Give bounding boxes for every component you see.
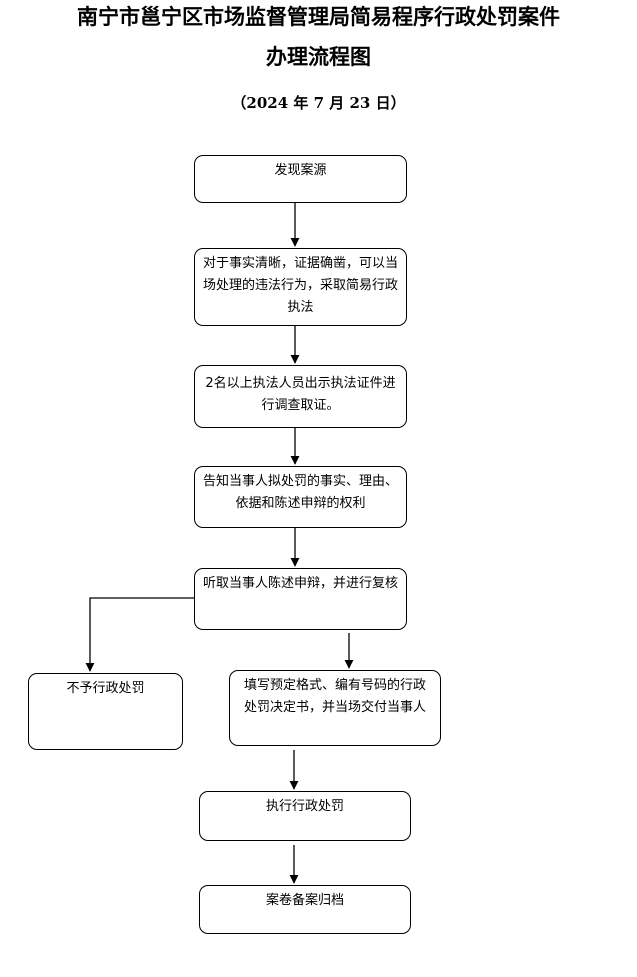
step-fill-decision-label: 填写预定格式、编有号码的行政处罚决定书，并当场交付当事人 [243,678,426,715]
step-discover-source: 发现案源 [194,155,407,203]
step-no-penalty-label: 不予行政处罚 [66,681,145,696]
step-simple-procedure-label: 对于事实清晰，证据确凿，可以当场处理的违法行为，采取简易行政执法 [202,256,398,315]
step-discover-source-label: 发现案源 [274,163,327,178]
step-execute-penalty: 执行行政处罚 [199,791,411,841]
step-archive-case: 案卷备案归档 [199,885,411,934]
step-no-penalty: 不予行政处罚 [28,673,183,750]
step-hear-review: 听取当事人陈述申辩，并进行复核 [194,568,407,630]
step-show-credentials: 2名以上执法人员出示执法证件进行调查取证。 [194,365,407,428]
page-title-line2: 办理流程图 [266,44,371,69]
step-hear-review-label: 听取当事人陈述申辩，并进行复核 [202,576,398,591]
step-inform-party: 告知当事人拟处罚的事实、理由、依据和陈述申辩的权利 [194,466,407,528]
step-fill-decision: 填写预定格式、编有号码的行政处罚决定书，并当场交付当事人 [229,670,441,746]
step-inform-party-label: 告知当事人拟处罚的事实、理由、依据和陈述申辩的权利 [202,474,398,511]
step-simple-procedure: 对于事实清晰，证据确凿，可以当场处理的违法行为，采取简易行政执法 [194,248,407,326]
step-execute-penalty-label: 执行行政处罚 [265,799,344,814]
step-show-credentials-label: 2名以上执法人员出示执法证件进行调查取证。 [205,376,396,413]
arrow-no-penalty [85,597,195,672]
page-title: 南宁市邕宁区市场监督管理局简易程序行政处罚案件 [77,4,560,29]
date-label: （2024 年 7 月 23 日） [231,94,406,112]
step-archive-case-label: 案卷备案归档 [265,893,344,908]
